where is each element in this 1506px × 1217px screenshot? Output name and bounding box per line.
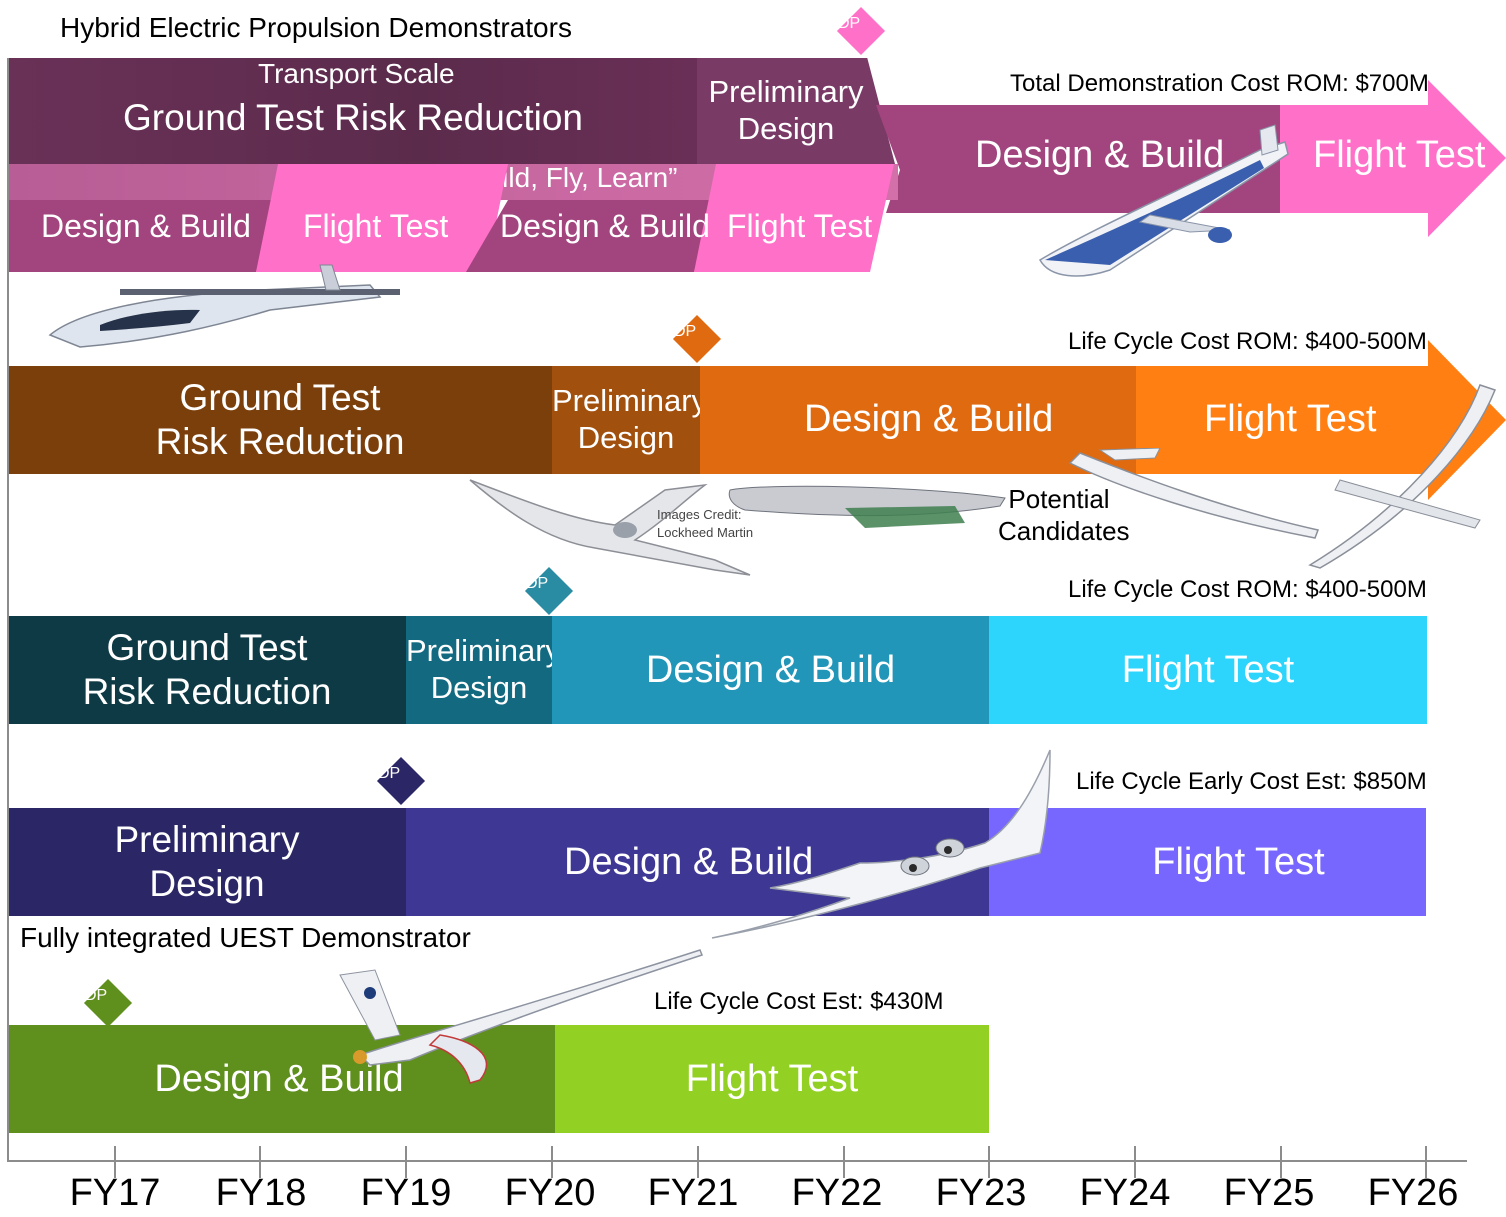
track4-cost: Life Cycle Early Cost Est: $850M	[1076, 768, 1427, 795]
ground-test-risk-reduction-bar: Ground Test Risk Reduction	[8, 58, 698, 164]
track3-flight-test-bar: Flight Test	[989, 616, 1427, 724]
image-credit: Images Credit: Lockheed Martin	[657, 507, 754, 540]
design-build-label: Design & Build	[975, 134, 1225, 176]
tick-fy26	[1425, 1146, 1427, 1178]
tick-fy25	[1280, 1146, 1282, 1178]
tick-fy18	[259, 1146, 261, 1178]
track5-heading: Fully integrated UEST Demonstrator	[20, 922, 471, 953]
strut-wing-aircraft-image	[1308, 384, 1496, 569]
t-tail-aircraft-image	[1068, 448, 1320, 539]
tick-label-fy20: FY20	[504, 1172, 596, 1214]
blended-wing-aircraft-image	[469, 479, 751, 576]
flight-test-label: Flight Test	[1313, 134, 1486, 176]
supersonic-aircraft-image	[339, 949, 703, 1084]
track4-flight-test-label: Flight Test	[1152, 840, 1325, 883]
track4-design-build-label: Design & Build	[564, 840, 814, 883]
track2-milestone-label: DP	[674, 323, 697, 340]
tick-label-fy23: FY23	[935, 1172, 1027, 1214]
tick-label-fy24: FY24	[1079, 1172, 1171, 1214]
tick-fy24	[1134, 1146, 1136, 1178]
track2-arrow	[700, 340, 1506, 500]
design-build-arrow-segment	[876, 105, 1282, 213]
small-design-build-1	[8, 200, 278, 272]
track4-preliminary-bar: Preliminary Design	[8, 808, 406, 916]
tick-label-fy17: FY17	[69, 1172, 161, 1214]
flight-test-arrow-head	[1280, 80, 1506, 237]
track5-milestone-label: DP	[85, 987, 108, 1004]
page-title: Hybrid Electric Propulsion Demonstrators	[60, 12, 572, 43]
ground-test-label: Ground Test Risk Reduction	[123, 97, 583, 139]
track4-flight-test-bar: Flight Test	[989, 808, 1426, 916]
track2-ground-test-label: Ground Test Risk Reduction	[155, 377, 405, 462]
track5-flight-test-bar: Flight Test	[555, 1025, 989, 1133]
small-design-build-1-label: Design & Build	[41, 208, 251, 244]
tick-label-fy21: FY21	[647, 1172, 739, 1214]
track4-milestone-label: DP	[378, 765, 401, 782]
preliminary-design-bar: Preliminary Design	[697, 58, 895, 164]
small-scale-segments	[8, 164, 894, 272]
timeline-horizontal-axis	[7, 1160, 1467, 1162]
track3-preliminary-bar: Preliminary Design	[406, 616, 562, 724]
small-flight-test-2	[694, 164, 894, 272]
transport-scale-label: Transport Scale	[258, 58, 455, 89]
tick-label-fy19: FY19	[360, 1172, 452, 1214]
tick-fy22	[843, 1146, 845, 1178]
tick-fy23	[988, 1146, 990, 1178]
track2-preliminary-label: Preliminary Design	[552, 383, 708, 455]
small-flight-test-1-label: Flight Test	[303, 208, 449, 244]
tick-label-fy25: FY25	[1223, 1172, 1315, 1214]
small-flight-test-1	[256, 164, 508, 272]
track3-ground-test-bar: Ground Test Risk Reduction	[8, 616, 406, 724]
potential-candidates-label: Potential Candidates	[998, 484, 1130, 546]
track3-design-build-bar: Design & Build	[552, 616, 989, 724]
small-flight-test-2-label: Flight Test	[727, 208, 873, 244]
x57-aircraft-image	[48, 264, 400, 348]
truss-wing-aircraft-image	[728, 485, 1006, 528]
track1-cost: Total Demonstration Cost ROM: $700M	[1010, 70, 1429, 97]
track3-preliminary-label: Preliminary Design	[406, 633, 562, 705]
track2-flight-test-head	[1136, 340, 1506, 500]
tick-label-fy26: FY26	[1367, 1172, 1459, 1214]
track3-design-build-label: Design & Build	[645, 648, 896, 691]
track3-flight-test-label: Flight Test	[1121, 648, 1295, 691]
track2-flight-test-label: Flight Test	[1204, 398, 1377, 440]
small-design-build-2	[466, 200, 716, 272]
timeline-vertical-axis	[7, 58, 9, 1162]
milestone-label: DP	[838, 15, 861, 32]
track2-design-build-label: Design & Build	[804, 398, 1054, 440]
track2-ground-test-bar: Ground Test Risk Reduction	[8, 366, 552, 474]
track2-preliminary-bar: Preliminary Design	[552, 366, 708, 474]
tick-label-fy22: FY22	[791, 1172, 883, 1214]
track3-cost: Life Cycle Cost ROM: $400-500M	[1068, 576, 1427, 603]
track3-ground-test-label: Ground Test Risk Reduction	[82, 627, 332, 712]
track2-cost: Life Cycle Cost ROM: $400-500M	[1068, 328, 1427, 355]
track2-design-build-segment	[700, 366, 1136, 474]
tick-fy21	[697, 1146, 699, 1178]
track4-preliminary-label: Preliminary Design	[114, 819, 300, 904]
tick-fy19	[405, 1146, 407, 1178]
tick-fy20	[551, 1146, 553, 1178]
track1-arrow	[876, 80, 1506, 237]
track5-design-build-label: Design & Build	[154, 1057, 404, 1100]
track3-milestone-label: DP	[526, 575, 549, 592]
track5-flight-test-label: Flight Test	[685, 1057, 859, 1100]
hybrid-wing-body-aircraft-image	[711, 749, 1051, 939]
preliminary-design-label: Preliminary Design	[708, 74, 864, 146]
tick-fy17	[114, 1146, 116, 1178]
small-design-build-2-label: Design & Build	[500, 208, 710, 244]
transport-aircraft-image	[1038, 124, 1289, 277]
track5-cost: Life Cycle Cost Est: $430M	[654, 988, 944, 1015]
tick-label-fy18: FY18	[215, 1172, 307, 1214]
